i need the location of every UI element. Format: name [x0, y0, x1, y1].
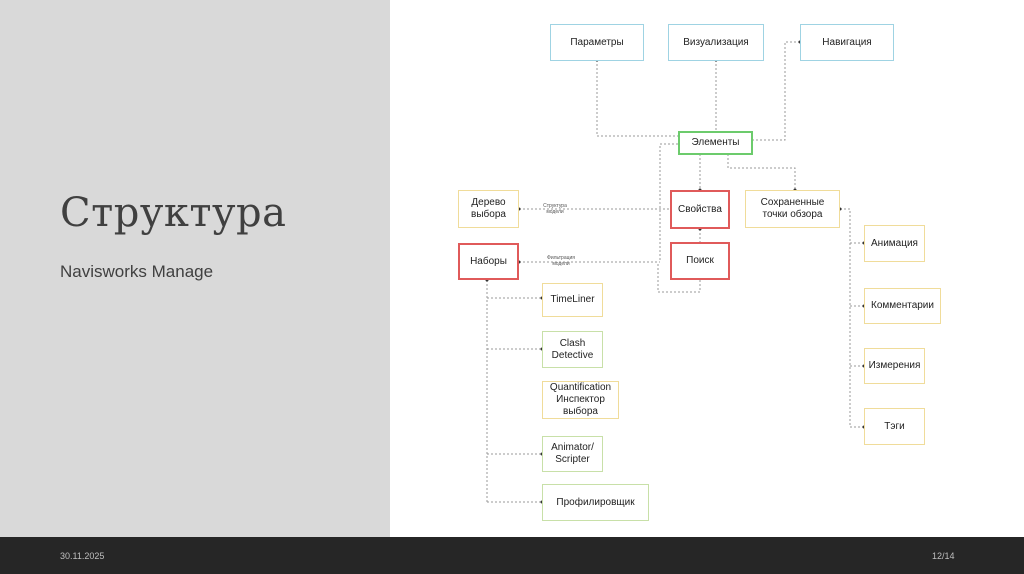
footer-date: 30.11.2025	[60, 551, 105, 561]
footer-bar: 30.11.2025 12/14	[0, 537, 1024, 574]
edge-label-filtraciya-modeli: Фильтрация модели	[547, 255, 575, 267]
node-quantification: Quantification Инспектор выбора	[542, 381, 619, 419]
node-animaciya: Анимация	[864, 225, 925, 262]
node-derevo-vybora: Дерево выбора	[458, 190, 519, 228]
left-panel: Структура Navisworks Manage	[0, 0, 390, 537]
node-poisk: Поиск	[670, 242, 730, 280]
node-kommentarii: Комментарии	[864, 288, 941, 324]
node-timeliner: TimeLiner	[542, 283, 603, 317]
node-parametry: Параметры	[550, 24, 644, 61]
slide-subtitle: Navisworks Manage	[60, 262, 214, 281]
slide-title: Структура	[60, 190, 287, 236]
node-sokhranennye-tochki-obzora: Сохраненные точки обзора	[745, 190, 840, 228]
node-elementy: Элементы	[678, 131, 753, 155]
node-profilirovshik: Профилировщик	[542, 484, 649, 521]
structure-diagram: Параметры Визуализация Навигация Элемент…	[390, 0, 1024, 537]
node-tegi: Тэги	[864, 408, 925, 445]
node-nabory: Наборы	[458, 243, 519, 280]
node-svoystva: Свойства	[670, 190, 730, 229]
node-animator-scripter: Animator/ Scripter	[542, 436, 603, 472]
edge-label-struktura-modeli: Структура модели	[543, 203, 567, 215]
node-izmereniya: Измерения	[864, 348, 925, 384]
footer-page-number: 12/14	[932, 551, 955, 561]
node-navigaciya: Навигация	[800, 24, 894, 61]
node-clash-detective: Clash Detective	[542, 331, 603, 368]
node-vizualizaciya: Визуализация	[668, 24, 764, 61]
